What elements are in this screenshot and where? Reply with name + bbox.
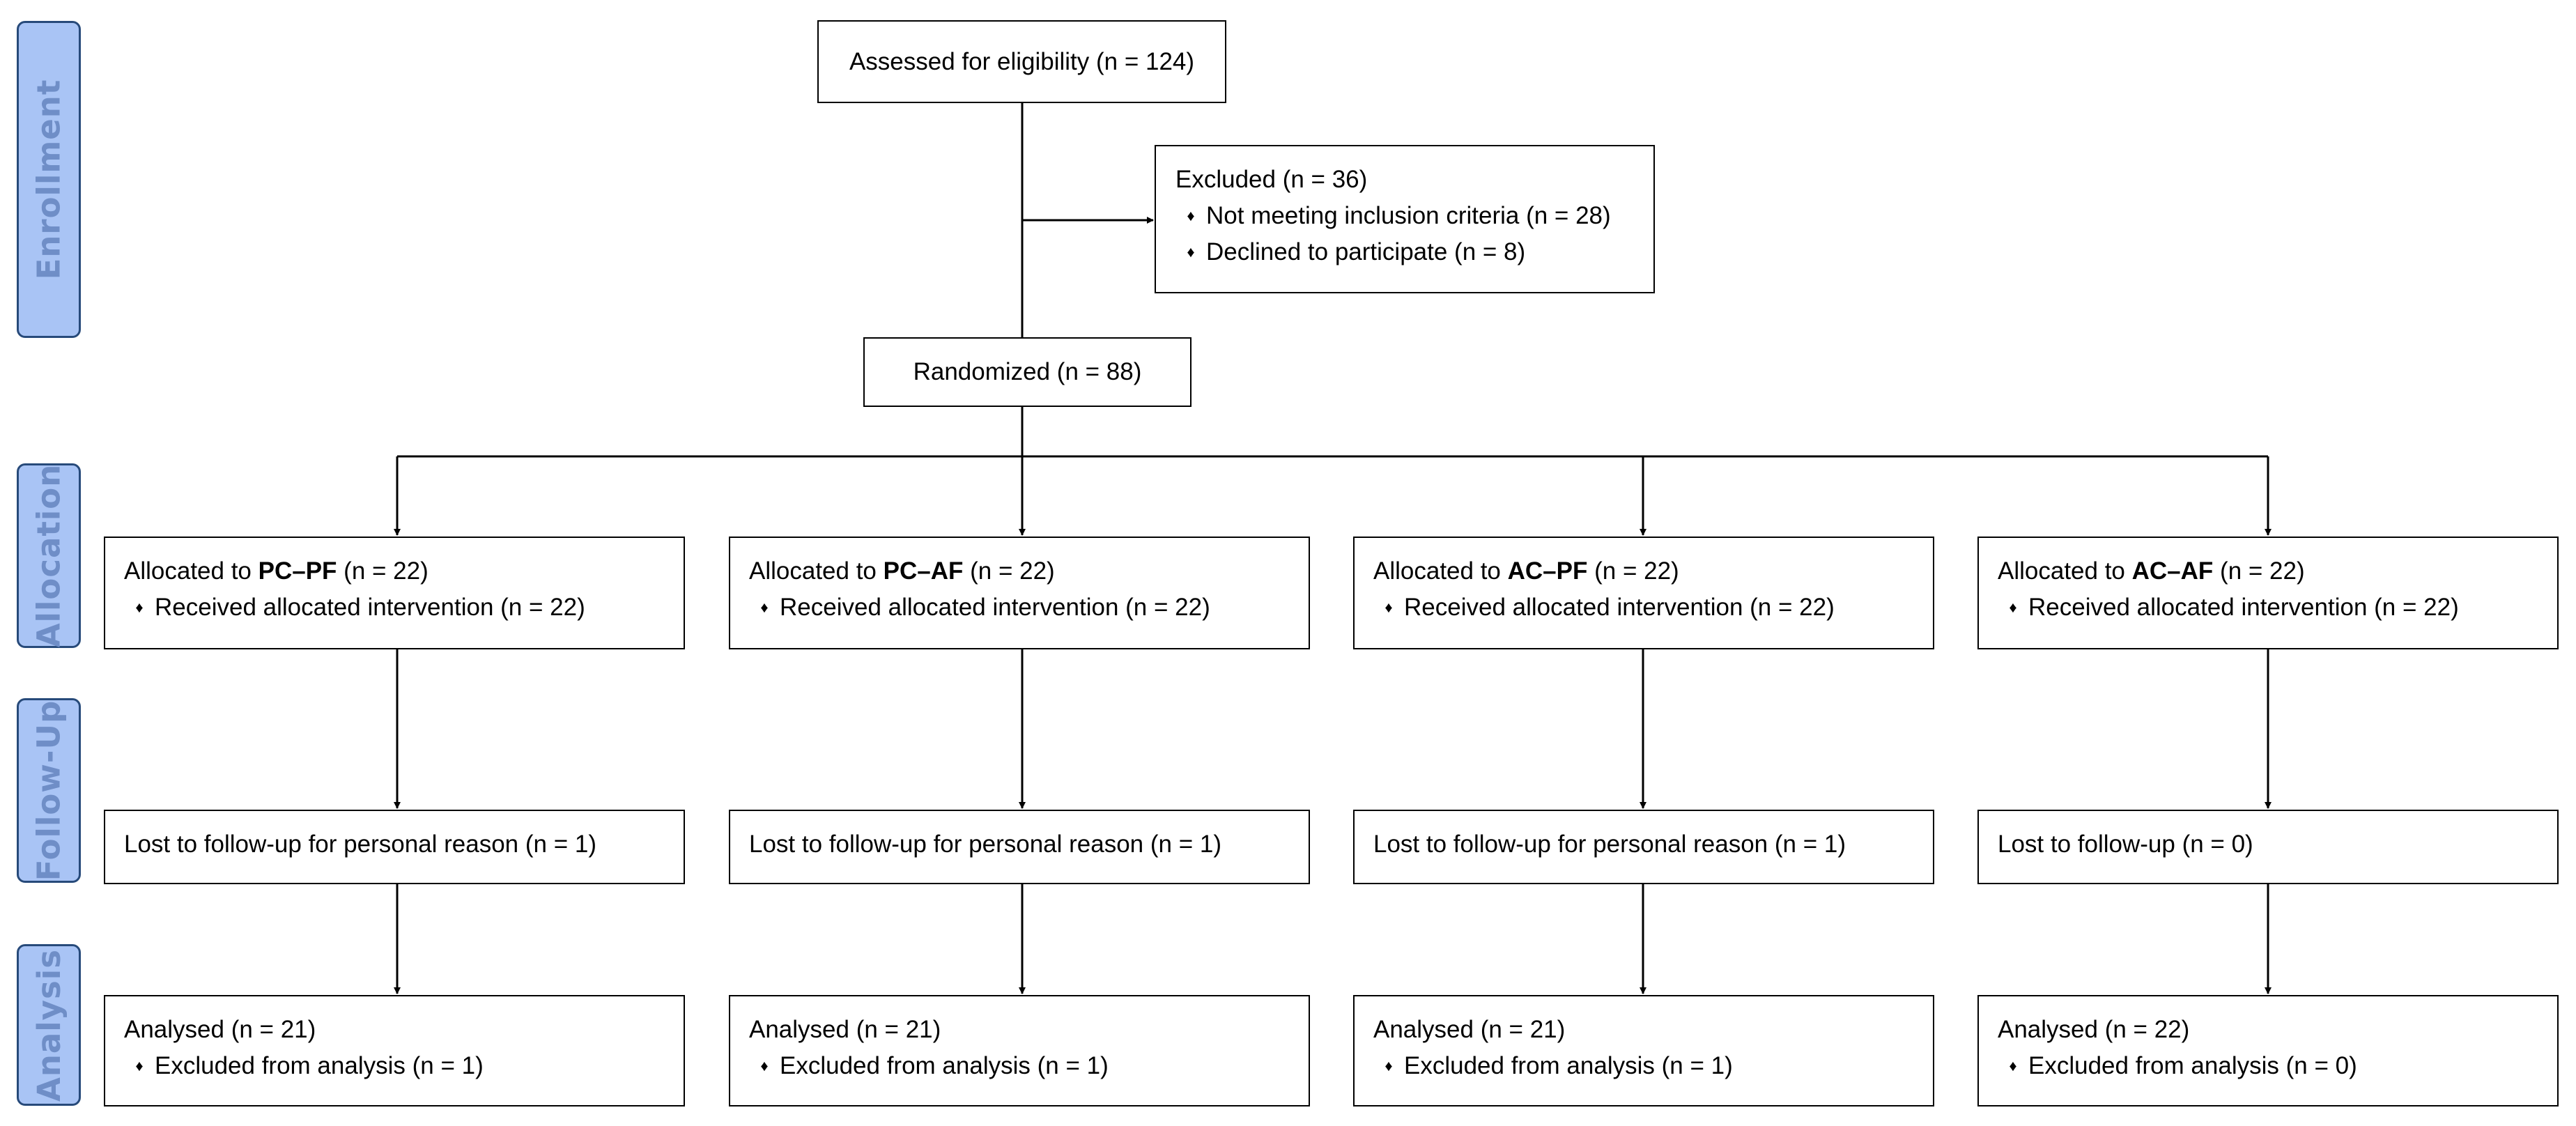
followup-box-ac-af: Lost to follow-up (n = 0): [1977, 810, 2559, 884]
followup-text: Lost to follow-up for personal reason (n…: [124, 831, 597, 858]
allocation-received: ♦Received allocated intervention (n = 22…: [1998, 589, 2557, 626]
followup-text: Lost to follow-up for personal reason (n…: [749, 831, 1222, 858]
analysis-box-pc-pf: Analysed (n = 21) ♦Excluded from analysi…: [104, 995, 685, 1106]
bullet-icon: ♦: [2009, 1057, 2017, 1074]
bullet-icon: ♦: [135, 599, 144, 616]
stage-follow-up: Follow-Up: [17, 698, 81, 883]
allocation-received: ♦Received allocated intervention (n = 22…: [124, 589, 684, 626]
excluded-box: Excluded (n = 36) ♦Not meeting inclusion…: [1155, 145, 1655, 293]
group-name: PC–AF: [883, 557, 964, 585]
allocation-title: Allocated to PC–AF (n = 22): [749, 557, 1055, 585]
followup-box-pc-pf: Lost to follow-up for personal reason (n…: [104, 810, 685, 884]
allocation-box-ac-pf: Allocated to AC–PF (n = 22) ♦Received al…: [1353, 537, 1934, 649]
allocation-title: Allocated to AC–AF (n = 22): [1998, 557, 2305, 585]
bullet-icon: ♦: [135, 1057, 144, 1074]
allocation-title: Allocated to AC–PF (n = 22): [1373, 557, 1679, 585]
allocation-received: ♦Received allocated intervention (n = 22…: [1373, 589, 1933, 626]
allocation-box-pc-af: Allocated to PC–AF (n = 22) ♦Received al…: [729, 537, 1310, 649]
randomized-box: Randomized (n = 88): [863, 337, 1191, 407]
analysis-box-ac-pf: Analysed (n = 21) ♦Excluded from analysi…: [1353, 995, 1934, 1106]
bullet-icon: ♦: [1187, 207, 1195, 224]
analysed-text: Analysed (n = 22): [1998, 1016, 2190, 1043]
excluded-title: Excluded (n = 36): [1175, 166, 1368, 193]
excluded-item: ♦Not meeting inclusion criteria (n = 28): [1175, 198, 1653, 234]
stage-allocation: Allocation: [17, 463, 81, 648]
analysis-box-pc-af: Analysed (n = 21) ♦Excluded from analysi…: [729, 995, 1310, 1106]
group-name: PC–PF: [258, 557, 337, 585]
bullet-icon: ♦: [1187, 243, 1195, 261]
analysed-text: Analysed (n = 21): [124, 1016, 316, 1043]
bullet-icon: ♦: [760, 1057, 769, 1074]
assessed-label: Assessed for eligibility (n = 124): [849, 47, 1195, 75]
bullet-icon: ♦: [1385, 599, 1393, 616]
stage-enrollment: Enrollment: [17, 21, 81, 338]
bullet-icon: ♦: [760, 599, 769, 616]
allocation-box-pc-pf: Allocated to PC–PF (n = 22) ♦Received al…: [104, 537, 685, 649]
excluded-analysis: ♦Excluded from analysis (n = 1): [749, 1048, 1309, 1084]
excluded-item: ♦Declined to participate (n = 8): [1175, 234, 1653, 270]
assessed-box: Assessed for eligibility (n = 124): [817, 20, 1226, 103]
allocation-box-ac-af: Allocated to AC–AF (n = 22) ♦Received al…: [1977, 537, 2559, 649]
followup-box-ac-pf: Lost to follow-up for personal reason (n…: [1353, 810, 1934, 884]
bullet-icon: ♦: [1385, 1057, 1393, 1074]
followup-text: Lost to follow-up for personal reason (n…: [1373, 831, 1846, 858]
group-name: AC–AF: [2131, 557, 2214, 585]
excluded-analysis: ♦Excluded from analysis (n = 1): [124, 1048, 684, 1084]
analysed-text: Analysed (n = 21): [1373, 1016, 1566, 1043]
randomized-label: Randomized (n = 88): [913, 358, 1142, 385]
bullet-icon: ♦: [2009, 599, 2017, 616]
followup-text: Lost to follow-up (n = 0): [1998, 831, 2253, 858]
allocation-title: Allocated to PC–PF (n = 22): [124, 557, 429, 585]
analysis-box-ac-af: Analysed (n = 22) ♦Excluded from analysi…: [1977, 995, 2559, 1106]
group-name: AC–PF: [1507, 557, 1588, 585]
excluded-analysis: ♦Excluded from analysis (n = 1): [1373, 1048, 1933, 1084]
analysed-text: Analysed (n = 21): [749, 1016, 941, 1043]
allocation-received: ♦Received allocated intervention (n = 22…: [749, 589, 1309, 626]
stage-analysis: Analysis: [17, 944, 81, 1106]
excluded-analysis: ♦Excluded from analysis (n = 0): [1998, 1048, 2557, 1084]
followup-box-pc-af: Lost to follow-up for personal reason (n…: [729, 810, 1310, 884]
